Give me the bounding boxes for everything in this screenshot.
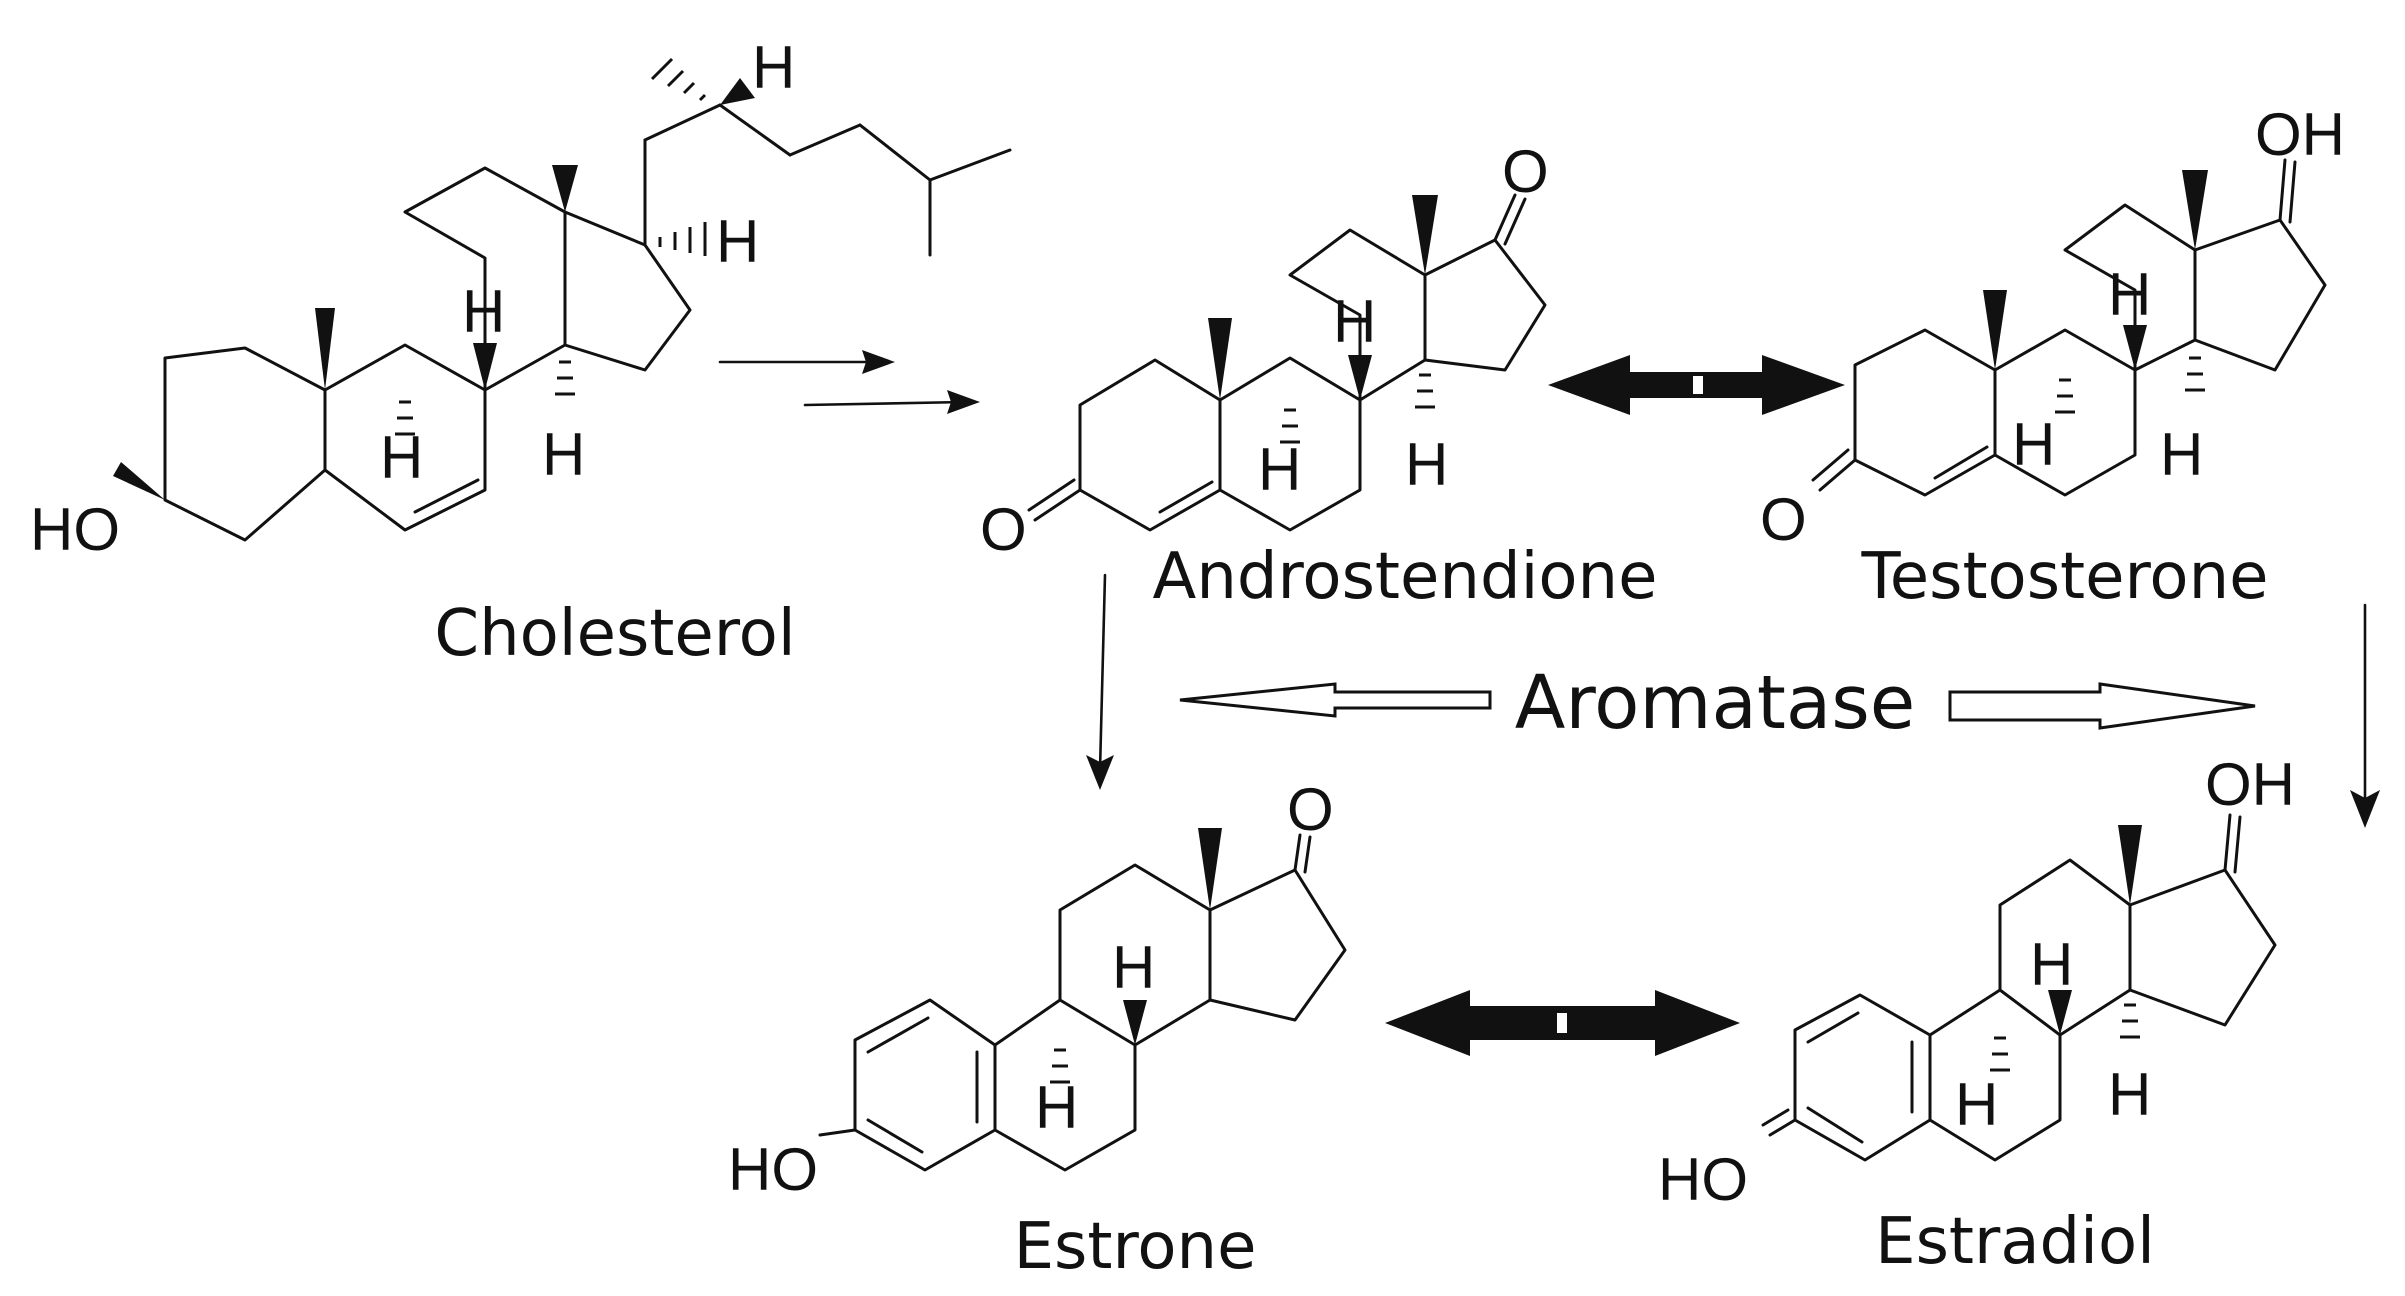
testosterone-c8-h-label: H	[2108, 261, 2151, 328]
estrone-c9-h-label: H	[1035, 1074, 1078, 1141]
androstenedione-c8-h-label: H	[1333, 288, 1376, 355]
cholesterol-to-androstenedione-arrows	[718, 350, 980, 414]
estrone-name: Estrone	[1014, 1210, 1257, 1284]
androstenedione-structure: O O H H H	[980, 138, 1549, 563]
estradiol-c17-hydroxyl-label: OH	[2205, 751, 2295, 818]
testosterone-c17-hydroxyl-label: OH	[2255, 101, 2345, 168]
cholesterol-hydroxyl-label: HO	[30, 496, 120, 563]
cholesterol-c17-h-label: H	[716, 208, 759, 275]
testosterone-to-estradiol-arrow	[2350, 603, 2380, 828]
aromatase-label: Aromatase	[1515, 660, 1916, 746]
estradiol-name: Estradiol	[1875, 1205, 2155, 1279]
testosterone-c3-oxo-label: O	[1760, 486, 1807, 553]
estradiol-c9-h-label: H	[1955, 1071, 1998, 1138]
estradiol-hydroxyl-label: HO	[1658, 1146, 1748, 1213]
estrone-hydroxyl-label: HO	[728, 1136, 818, 1203]
aromatase-open-arrows	[1179, 682, 2256, 730]
androstenedione-name: Androstendione	[1153, 540, 1658, 614]
estrone-estradiol-equilibrium-arrow	[1385, 990, 1740, 1056]
androstenedione-c17-oxo-label: O	[1502, 138, 1549, 205]
cholesterol-c9-h-label: H	[380, 424, 423, 491]
testosterone-c14-h-label: H	[2160, 421, 2203, 488]
estradiol-c14-h-label: H	[2108, 1061, 2151, 1128]
estradiol-c8-h-label: H	[2030, 931, 2073, 998]
estrone-c8-h-label: H	[1112, 934, 1155, 1001]
androstenedione-to-estrone-arrow	[1086, 573, 1114, 790]
estrone-c17-oxo-label: O	[1287, 776, 1334, 843]
testosterone-c9-h-label: H	[2012, 411, 2055, 478]
cholesterol-side-chain-h-label: H	[752, 34, 795, 101]
estrone-structure: HO O H H	[728, 776, 1347, 1203]
androstenedione-testosterone-equilibrium-arrow	[1548, 355, 1845, 415]
cholesterol-structure: HO H H H H H	[30, 34, 1012, 563]
testosterone-name: Testosterone	[1861, 540, 2269, 614]
cholesterol-name: Cholesterol	[434, 597, 795, 671]
cholesterol-c8-h-label: H	[462, 278, 505, 345]
androstenedione-c9-h-label: H	[1258, 436, 1301, 503]
estradiol-structure: HO OH H H H	[1658, 751, 2295, 1213]
cholesterol-c14-h-label: H	[542, 421, 585, 488]
androstenedione-c14-h-label: H	[1405, 431, 1448, 498]
testosterone-structure: O OH H H H	[1760, 101, 2345, 553]
androstenedione-c3-oxo-label: O	[980, 496, 1027, 563]
